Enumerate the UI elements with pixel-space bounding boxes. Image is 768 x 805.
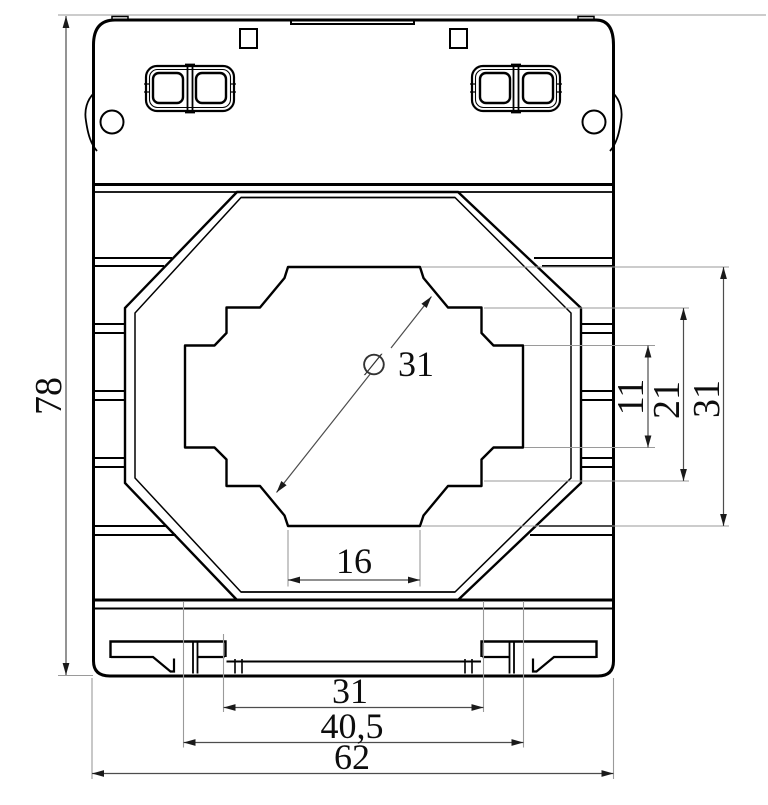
terminal-divider [185, 63, 195, 114]
dimension-diameter-31: ∅ 31 [276, 296, 434, 493]
dim-text-40-5: 40,5 [321, 706, 384, 746]
mount-lug-left [84, 92, 98, 152]
mid-section [93, 183, 614, 610]
terminal-cell [478, 71, 512, 105]
mount-lug-right [609, 92, 623, 152]
ext-16 [287, 530, 421, 587]
top-edge-recess [290, 20, 415, 25]
clip-channel [192, 642, 199, 674]
dim-text-78: 78 [28, 377, 70, 415]
dim-text-62: 62 [334, 737, 370, 777]
core-octagon-inner [134, 196, 572, 593]
ext-right-stack [421, 266, 729, 527]
terminal-cell [194, 71, 228, 105]
ribs-left [93, 257, 176, 536]
top-tab-left [111, 15, 129, 20]
terminal-notches [144, 83, 236, 93]
foot-section [109, 640, 598, 674]
rail-seat-ticks [234, 659, 473, 674]
dimension-width-16: 16 [288, 541, 420, 584]
dimension-bottom-31: 31 [223, 671, 484, 711]
body-outline [84, 15, 623, 678]
terminal-block-left [144, 63, 236, 114]
terminal-cell [151, 71, 185, 105]
top-section [144, 28, 562, 114]
dimension-bottom-62: 62 [92, 737, 614, 777]
extension-lines [58, 14, 766, 779]
dimension-right-21: 21 [646, 308, 688, 481]
dim-text-31-right: 31 [686, 380, 728, 418]
lug-hole-right [581, 109, 607, 135]
din-clip-right [480, 640, 598, 674]
dimension-right-11: 11 [610, 345, 652, 448]
dimension-height-78: 78 [28, 16, 70, 675]
ext-bottom-stack [91, 601, 615, 779]
dim-text-21: 21 [646, 381, 688, 419]
terminal-block-right [470, 63, 562, 114]
terminal-notches [470, 83, 562, 93]
terminal-cell [521, 71, 555, 105]
terminal-divider [511, 63, 521, 114]
lug-hole-left [99, 109, 125, 135]
dim-text-dia31: 31 [398, 344, 434, 384]
top-tab-right [577, 15, 595, 20]
housing-silhouette [92, 18, 615, 678]
dim-text-31-bottom: 31 [332, 671, 368, 711]
dim-text-11: 11 [610, 379, 652, 416]
top-slot-left [239, 28, 258, 49]
dimension-right-31: 31 [686, 267, 728, 526]
diameter-symbol: ∅ [361, 349, 387, 382]
clip-channel [508, 642, 515, 674]
dimension-bottom-40-5: 40,5 [183, 706, 524, 746]
aperture-window [183, 265, 525, 528]
dim-text-16: 16 [336, 541, 372, 581]
core-octagon-outer [123, 190, 583, 602]
din-clip-left [109, 640, 227, 674]
top-slot-right [449, 28, 468, 49]
